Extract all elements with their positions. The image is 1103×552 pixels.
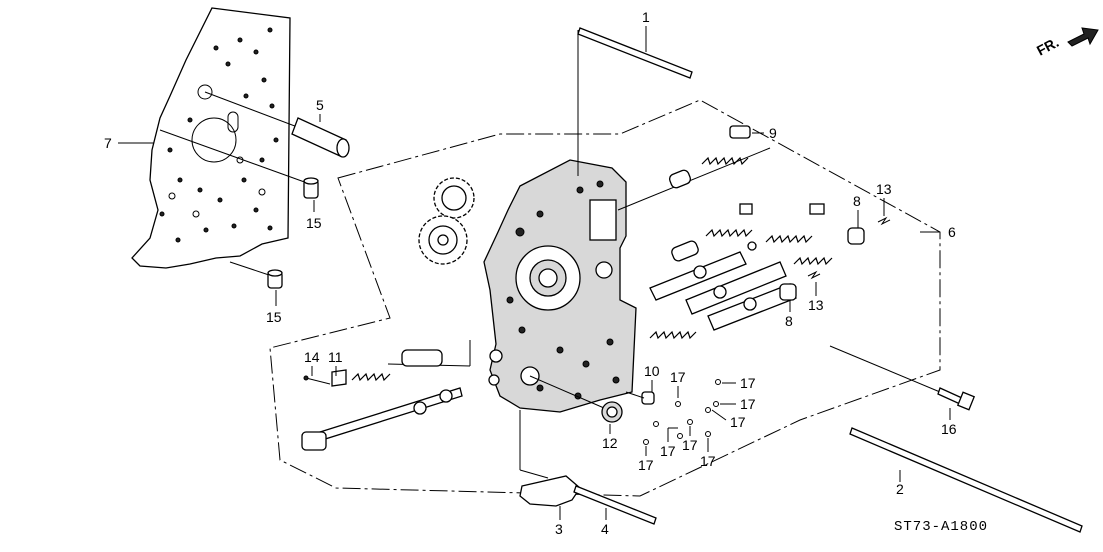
callout-1: 1: [642, 9, 650, 25]
rod-4: [573, 485, 657, 525]
callout-2: 2: [896, 481, 904, 497]
gear-upper: [433, 177, 475, 219]
direction-label: FR.: [1034, 34, 1061, 59]
callout-9: 9: [769, 125, 777, 141]
detent-plate-3: [519, 410, 581, 507]
callout-7: 7: [104, 135, 112, 151]
detent-10: [625, 391, 655, 405]
callout-17d: 17: [730, 414, 746, 430]
callout-11: 11: [328, 349, 343, 365]
callout-8b: 8: [785, 313, 793, 329]
leader-lines: [118, 26, 951, 520]
callout-8a: 8: [853, 193, 861, 209]
callout-5: 5: [316, 97, 324, 113]
callout-17a: 17: [670, 369, 686, 385]
callout-16: 16: [941, 421, 957, 437]
callout-17g: 17: [682, 437, 698, 453]
main-valve-body: [483, 159, 637, 413]
callout-17h: 17: [700, 453, 716, 469]
dowel-pin-15a: [159, 129, 319, 199]
callout-10: 10: [644, 363, 660, 379]
arrow-icon: [1067, 27, 1099, 47]
shaft-2: [849, 427, 1083, 533]
callout-17c: 17: [740, 396, 756, 412]
left-spools: [301, 340, 471, 451]
check-balls: [643, 379, 721, 445]
callout-6: 6: [948, 224, 956, 240]
callout-12: 12: [602, 435, 618, 451]
callout-3: 3: [555, 521, 563, 537]
bolt-16: [829, 345, 976, 411]
callout-14: 14: [304, 349, 320, 365]
callout-17f: 17: [660, 443, 676, 459]
callout-15a: 15: [306, 215, 322, 231]
bearing-12: [529, 375, 623, 423]
callout-17e: 17: [638, 457, 654, 473]
diagram-code: ST73-A1800: [894, 519, 988, 535]
dowel-pin-15b: [229, 261, 283, 289]
callout-13b: 13: [808, 297, 824, 313]
front-direction-indicator: FR.: [1034, 27, 1099, 59]
valve-spools: [617, 125, 891, 340]
callout-13a: 13: [876, 181, 892, 197]
assembly-boundary: [269, 99, 941, 497]
separator-plate: [131, 7, 291, 269]
callout-17b: 17: [740, 375, 756, 391]
callout-15b: 15: [266, 309, 282, 325]
dowel-pin-5: [204, 91, 350, 158]
gear-lower: [418, 215, 468, 265]
shaft-1: [577, 27, 693, 176]
callout-4: 4: [601, 521, 609, 537]
